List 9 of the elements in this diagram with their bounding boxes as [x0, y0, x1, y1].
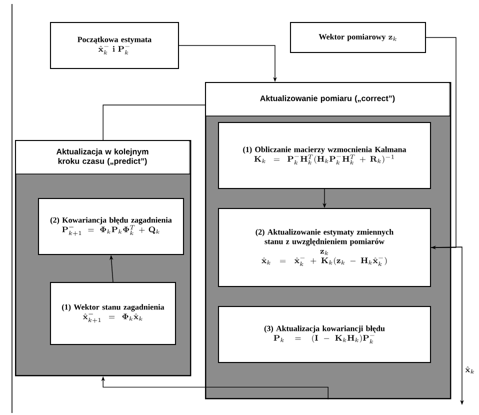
edge-label: $\hat{\mathbf{x}}_k$ [465, 366, 474, 374]
process-box: Początkowa estymata $\hat{\mathbf{x}}_k^-\ \mathbf{i}\ \mathbf{P}_k^-$ [50, 22, 179, 69]
process-box: (2) Kowariancja błędu zagadnienia $\mathbf{P}_{k+1}^-=\mathbf{\Phi}_k\mathbf{P}_k\mathbf{\Phi}_k^T+\mathbf{Q}_k$ [38, 198, 184, 255]
process-box: (3) Aktualizacja kowariancji błędu $\mathbf{P}_k=(\mathbf{I}-\mathbf{K}_k\mathbf{H}_k)\mathbf{P}_k^-$ [218, 306, 431, 363]
process-box: (1) Obliczanie macierzy wzmocnienia Kalmana $\mathbf{K}_k=\mathbf{P}_k^-\mathbf{H}_k^T(\mathbf{H}_k\mathbf{P}_k^-\mathbf{H}_k^T+\mathbf{R}_k)^{-1}$ [218, 122, 431, 189]
arrow [426, 37, 456, 250]
process-box: Wektor pomiarowy $\mathbf{z}_k$ [290, 22, 426, 53]
process-box: (2) Aktualizowanie estymaty zmiennych stanu z uwzględnieniem pomiarów $\mathbf{z}_k$ $\hat{\mathbf{x}}_k=\hat{\mathbf{x}}_k^-+\mathbf{K}_k(\mathbf{z}_k-\mathbf{H}_k\hat{\mathbf{x}}_k^-)$ [218, 208, 431, 287]
process-box: (1) Wektor stanu zagadnienia $\hat{\mathbf{x}}_{k+1}^-=\mathbf{\Phi}_k\hat{\mathbf{x}}_k$ [50, 282, 176, 345]
